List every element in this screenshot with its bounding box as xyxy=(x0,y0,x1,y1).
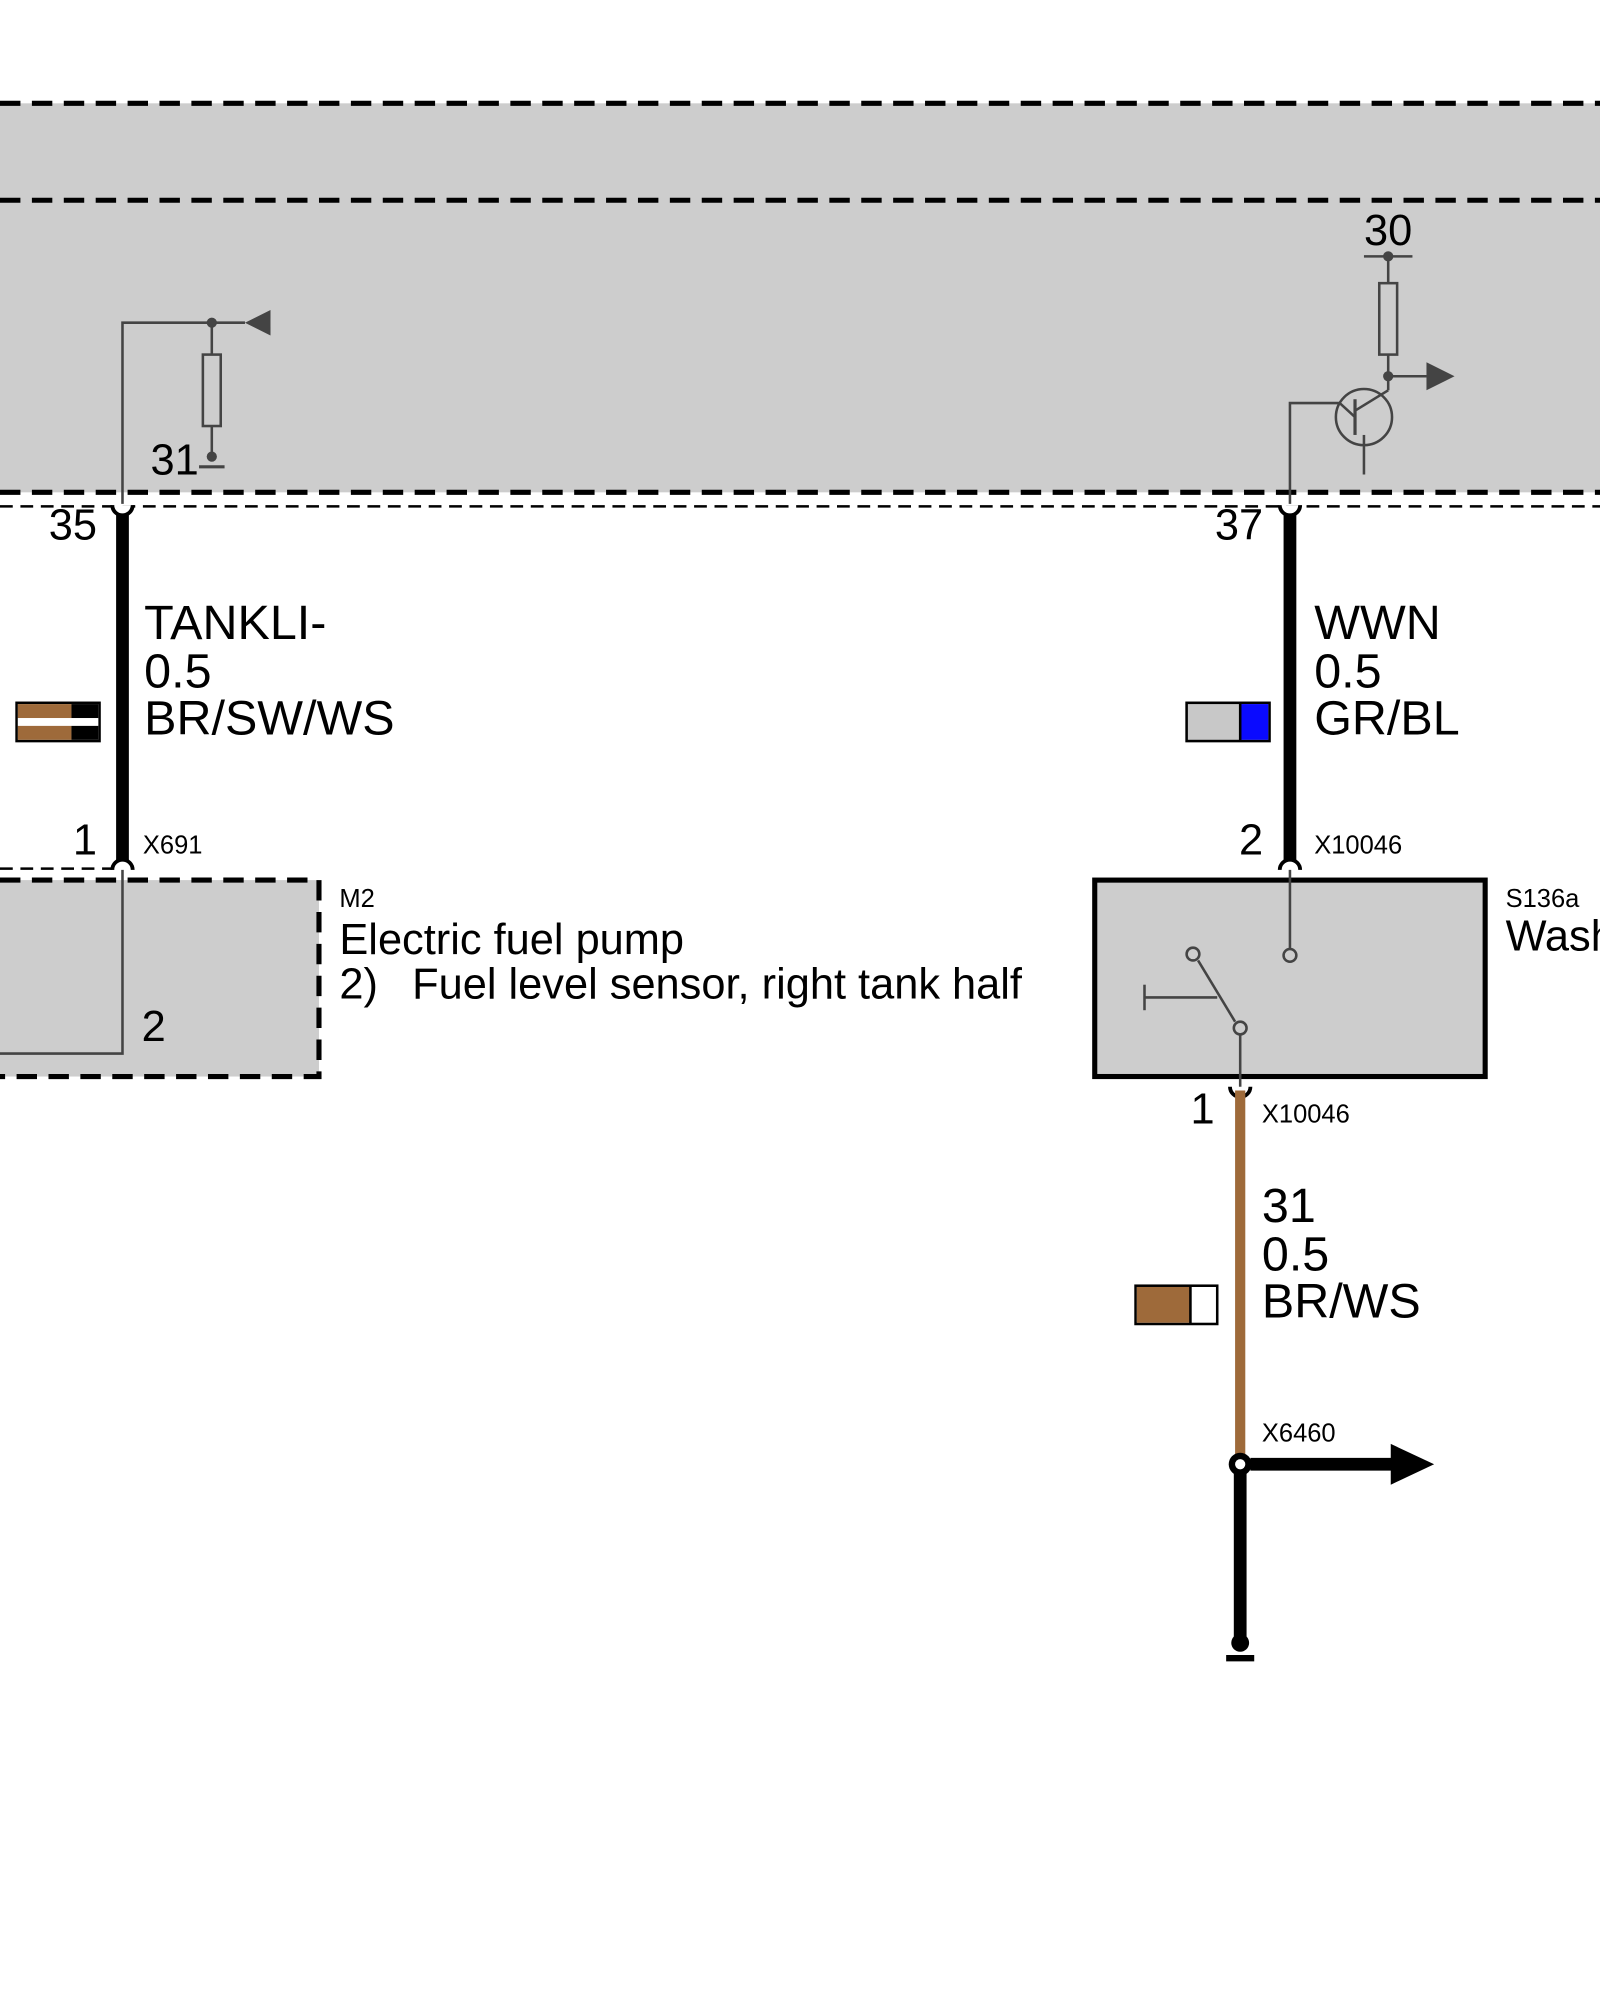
control-module xyxy=(0,100,1600,508)
connector-pin-label: 1 xyxy=(73,817,97,865)
washer-switch-component xyxy=(1092,857,1488,1099)
ground-31-label: 31 xyxy=(151,436,199,484)
connector-x691-terminal xyxy=(110,857,135,871)
wire-signal-label: TANKLI- xyxy=(144,596,326,650)
footnote-number: 2) xyxy=(339,961,378,1009)
connector-id-label: X10046 xyxy=(1262,1100,1350,1128)
wire-signal-label: WWN xyxy=(1314,596,1441,650)
internal-pin-label: 2 xyxy=(142,1003,166,1051)
wire-size-label: 0.5 xyxy=(1314,645,1381,699)
wire-color-swatch xyxy=(15,701,101,743)
component-name-label: Wash xyxy=(1506,912,1600,960)
connector-pin-label: 2 xyxy=(1239,817,1263,865)
footnote-text: Fuel level sensor, right tank half xyxy=(412,961,1023,1009)
wire-signal-label: 31 xyxy=(1262,1179,1316,1233)
switch-icon xyxy=(1143,946,1298,1090)
junction-dot xyxy=(206,317,217,328)
wire-color-code-label: BR/WS xyxy=(1262,1275,1421,1329)
wire-color-code-label: GR/BL xyxy=(1314,692,1459,746)
fuel-pump-component xyxy=(0,857,322,1080)
pin-37-label: 37 xyxy=(1215,502,1263,550)
resistor-icon xyxy=(201,353,223,428)
arrow-right-icon xyxy=(1426,362,1455,391)
supply-30-label: 30 xyxy=(1364,207,1412,255)
wire-size-label: 0.5 xyxy=(1262,1227,1329,1281)
connector-id-label: X10046 xyxy=(1314,831,1402,859)
component-ref-label: M2 xyxy=(339,885,374,913)
connector-id-label: X691 xyxy=(143,831,203,859)
resistor-icon xyxy=(1377,281,1399,356)
wire-color-swatch xyxy=(1134,1284,1219,1326)
ground-icon xyxy=(1226,1633,1255,1662)
wire-color-code-label: BR/SW/WS xyxy=(144,692,394,746)
fuel-pump-internal-wire xyxy=(0,867,124,1055)
fuel-pump-border xyxy=(0,877,322,1080)
connector-top-terminal xyxy=(1277,857,1303,871)
component-ref-label: S136a xyxy=(1506,885,1581,913)
arrow-left-icon xyxy=(244,309,271,336)
fuel-pump-body xyxy=(0,880,319,1077)
pin-35-terminal xyxy=(110,504,135,518)
wire-color-swatch xyxy=(1185,701,1271,743)
connector-pin-label: 1 xyxy=(1191,1086,1215,1134)
junction-dot xyxy=(1383,371,1394,382)
arrow-right-icon xyxy=(1390,1443,1435,1485)
ground-icon xyxy=(206,451,217,462)
wire-size-label: 0.5 xyxy=(144,645,211,699)
control-module-body xyxy=(0,103,1600,493)
connector-id-label: X6460 xyxy=(1262,1419,1336,1447)
pin-35-label: 35 xyxy=(49,502,97,550)
splice-x6460 xyxy=(1228,1443,1435,1646)
pin-37-terminal xyxy=(1277,504,1303,518)
supply-dot xyxy=(1383,251,1394,262)
transistor-icon xyxy=(1334,387,1394,475)
component-name-label: Electric fuel pump xyxy=(339,916,684,964)
